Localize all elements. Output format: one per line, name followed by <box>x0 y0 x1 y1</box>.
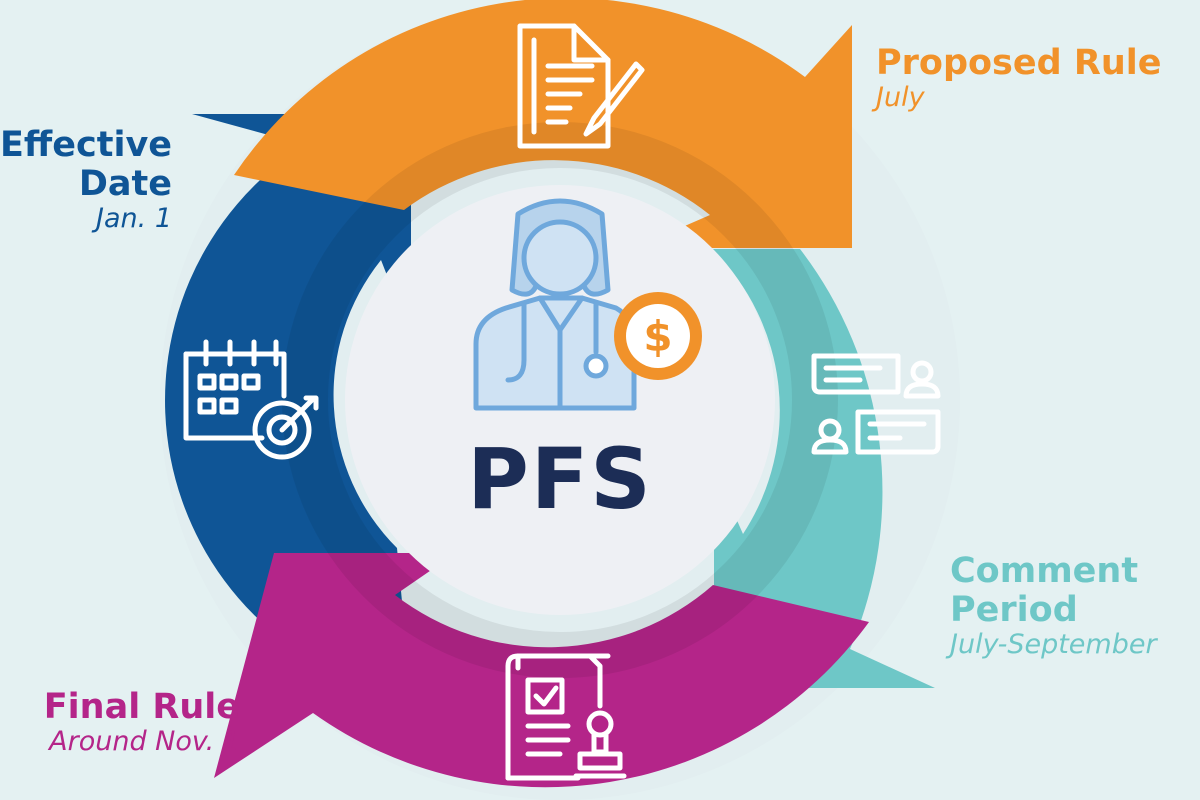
proposed-rule-arrow <box>234 0 852 248</box>
comment-period-label: Comment Period July-September <box>950 551 1157 661</box>
final-rule-label: Final Rule Around Nov. 1 <box>43 687 240 758</box>
cycle-ring <box>165 0 935 788</box>
proposed-rule-label: Proposed Rule July <box>876 43 1162 114</box>
final-rule-title: Final Rule <box>43 687 240 727</box>
effective-date-title-line2: Date <box>78 164 172 205</box>
comment-period-arrow <box>712 249 935 688</box>
svg-text:$: $ <box>643 312 672 361</box>
calendar-target-icon <box>183 339 319 460</box>
comment-period-timing: July-September <box>950 629 1157 661</box>
proposed-rule-title: Proposed Rule <box>876 43 1162 83</box>
final-rule-timing: Around Nov. 1 <box>49 726 240 758</box>
comment-period-title-line1: Comment <box>950 551 1139 591</box>
effective-date-label: Effective Date Jan. 1 <box>0 125 172 235</box>
document-pen-icon <box>517 23 645 149</box>
dollar-coin-icon: $ <box>614 292 702 380</box>
chat-users-icon <box>811 353 941 455</box>
effective-date-timing: Jan. 1 <box>96 203 172 235</box>
center-title: PFS <box>467 430 653 528</box>
effective-date-title-line1: Effective <box>0 125 172 165</box>
doctor-icon <box>473 198 637 411</box>
proposed-rule-timing: July <box>876 82 925 114</box>
comment-period-title-line2: Period <box>950 590 1078 631</box>
stamped-document-icon <box>505 653 627 781</box>
final-rule-arrow <box>214 553 869 788</box>
